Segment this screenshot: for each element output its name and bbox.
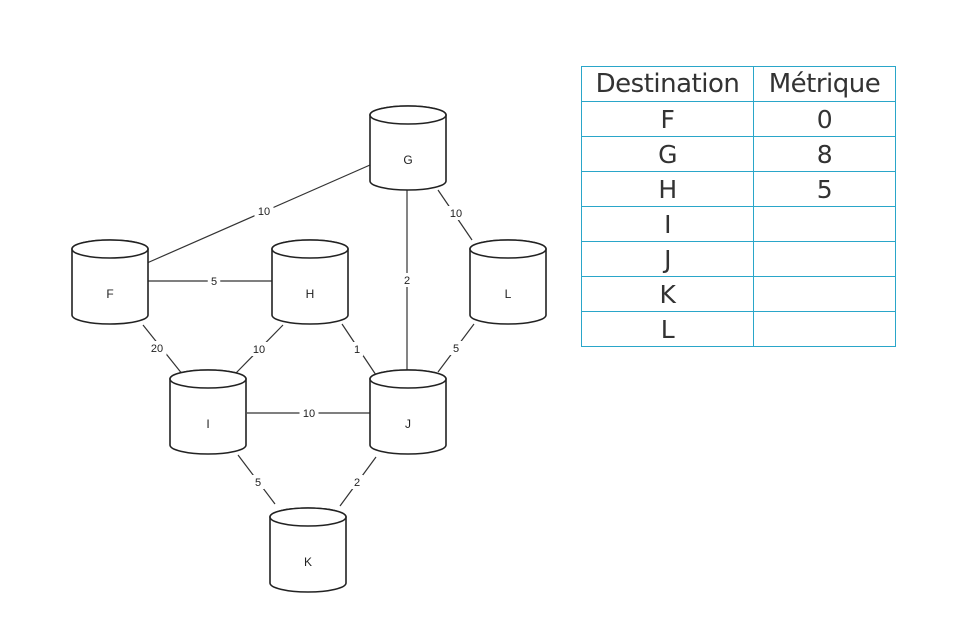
table-row: H 5 — [581, 171, 896, 207]
edge-h-i: 10 — [235, 324, 284, 374]
table-row: J — [581, 241, 896, 277]
edge-f-g: 10 — [146, 164, 371, 264]
edge-weight-label: 5 — [255, 477, 261, 489]
cylinder-top — [71, 239, 149, 259]
edge-weight-label: 2 — [404, 275, 410, 287]
node-label: F — [106, 287, 113, 301]
row-destination: L — [581, 311, 754, 347]
network-graph: 10 5 20 10 1 2 10 5 10 5 2 F G H I J K L — [71, 105, 547, 593]
header-destination: Destination — [581, 66, 754, 102]
edge-weight-background — [350, 342, 364, 356]
node-h: H — [271, 239, 349, 325]
edge-weight-background — [400, 273, 414, 287]
cylinder-top — [369, 105, 447, 125]
node-g: G — [369, 105, 447, 191]
row-destination: I — [581, 206, 754, 242]
row-metric: 5 — [753, 171, 896, 207]
edge-weight-label: 10 — [450, 208, 462, 220]
row-destination: F — [581, 101, 754, 137]
row-destination: J — [581, 241, 754, 277]
edge-weight-label: 10 — [303, 408, 315, 420]
node-j: J — [369, 369, 447, 455]
cylinder-top — [469, 239, 547, 259]
edge-weight-background — [254, 204, 274, 218]
routing-table: Destination Métrique F 0 G 8 H 5 I J K — [581, 66, 896, 347]
node-l: L — [469, 239, 547, 325]
node-label: I — [206, 417, 209, 431]
table-row: I — [581, 206, 896, 242]
node-i: I — [169, 369, 247, 455]
node-label: H — [306, 287, 315, 301]
node-label: L — [505, 287, 512, 301]
nodes-layer: F G H I J K L — [71, 105, 547, 593]
edge-i-j: 10 — [247, 406, 370, 420]
edge-f-h: 5 — [147, 274, 272, 288]
edge-weight-label: 2 — [354, 477, 360, 489]
edge-weight-label: 10 — [258, 206, 270, 218]
row-metric: 0 — [753, 101, 896, 137]
edge-weight-background — [446, 206, 466, 220]
row-destination: K — [581, 276, 754, 312]
edge-g-l: 10 — [437, 189, 473, 241]
table-row: L — [581, 311, 896, 347]
node-label: G — [403, 153, 412, 167]
edges-layer: 10 5 20 10 1 2 10 5 10 5 2 — [142, 164, 475, 507]
row-metric — [753, 311, 896, 347]
table-row: F 0 — [581, 101, 896, 137]
edge-f-i: 20 — [142, 324, 184, 376]
row-metric — [753, 276, 896, 312]
edge-weight-background — [249, 342, 269, 356]
edge-weight-label: 10 — [253, 344, 265, 356]
cylinder-top — [269, 507, 347, 527]
edge-weight-background — [147, 341, 167, 355]
edge-g-j: 2 — [400, 190, 414, 370]
edge-weight-label: 5 — [211, 276, 217, 288]
edge-h-j: 1 — [341, 323, 377, 376]
table-row: K — [581, 276, 896, 312]
edge-weight-label: 20 — [151, 343, 163, 355]
cylinder-top — [271, 239, 349, 259]
row-metric — [753, 206, 896, 242]
edge-weight-background — [449, 341, 463, 355]
node-f: F — [71, 239, 149, 325]
header-metric: Métrique — [753, 66, 896, 102]
row-metric — [753, 241, 896, 277]
cylinder-top — [169, 369, 247, 389]
cylinder-top — [369, 369, 447, 389]
edge-i-k: 5 — [237, 454, 276, 505]
edge-weight-label: 1 — [354, 344, 360, 356]
edge-weight-background — [350, 475, 364, 489]
edge-weight-label: 5 — [453, 343, 459, 355]
row-destination: G — [581, 136, 754, 172]
row-destination: H — [581, 171, 754, 207]
edge-l-j: 5 — [437, 323, 475, 373]
edge-weight-background — [299, 406, 319, 420]
edge-j-k: 2 — [339, 456, 377, 507]
edge-weight-background — [251, 475, 265, 489]
table-row: G 8 — [581, 136, 896, 172]
node-label: K — [304, 555, 312, 569]
edge-weight-background — [207, 274, 221, 288]
node-label: J — [405, 417, 411, 431]
table-header-row: Destination Métrique — [581, 66, 896, 102]
node-k: K — [269, 507, 347, 593]
row-metric: 8 — [753, 136, 896, 172]
